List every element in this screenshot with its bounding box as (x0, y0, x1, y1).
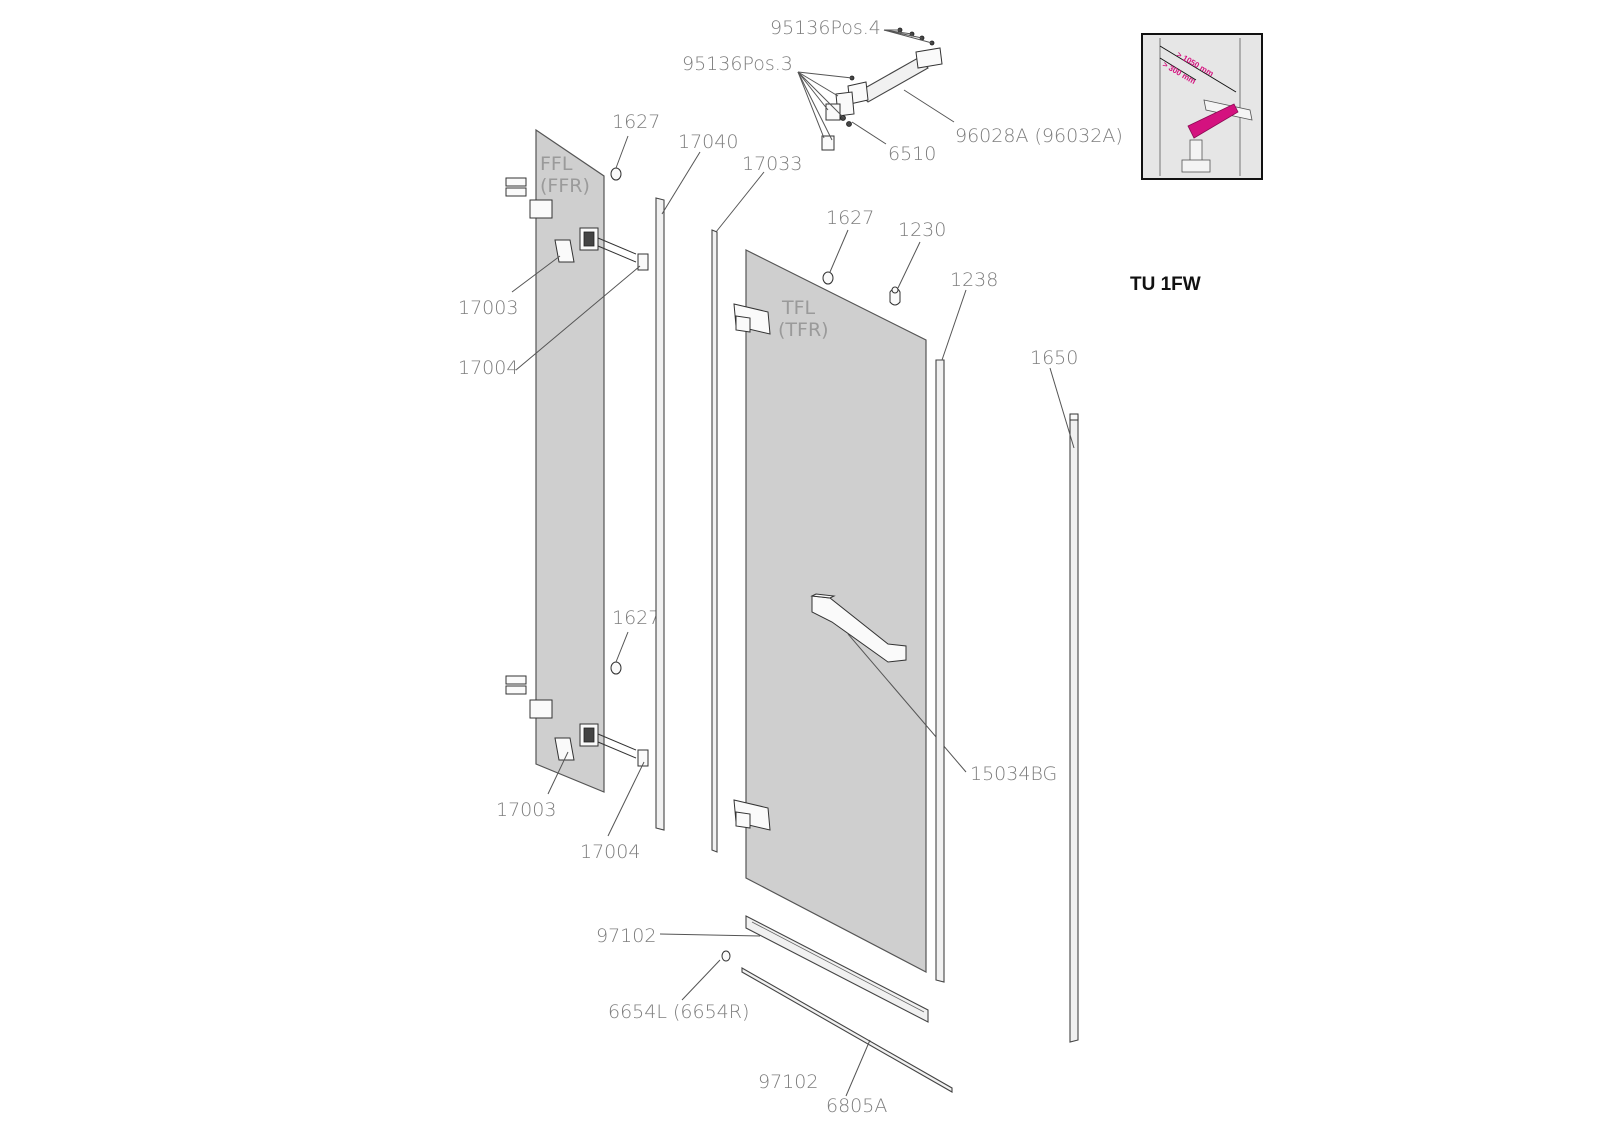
label-96028a: 96028A (96032A) (955, 125, 1123, 147)
fixed-panel-label-1: FFL (540, 153, 573, 175)
door-panel-label-1: TFL (781, 297, 816, 319)
label-97102-a: 97102 (596, 925, 656, 947)
label-17004-bottom: 17004 (580, 841, 640, 863)
label-17003-top: 17003 (458, 297, 518, 319)
profile-1650 (1069, 415, 1079, 1043)
label-1627-bottom: 1627 (612, 607, 660, 629)
hinge-bottom (733, 799, 771, 831)
wall-bracket-bottom (505, 675, 649, 767)
label-1627-top: 1627 (612, 111, 660, 133)
pad-bottom (610, 661, 622, 675)
label-95136pos3: 95136Pos.3 (682, 53, 793, 75)
installation-inset: > 1050 mm > 300 mm (1141, 33, 1263, 180)
label-17004-top: 17004 (458, 357, 518, 379)
profile-17040 (655, 197, 665, 831)
label-95136pos4: 95136Pos.4 (770, 17, 881, 39)
profile-1238 (935, 359, 945, 983)
label-6805a: 6805A (826, 1095, 887, 1117)
label-17040: 17040 (678, 131, 738, 153)
label-6510: 6510 (888, 143, 936, 165)
label-17003-bottom: 17003 (496, 799, 556, 821)
sweep-6805a (741, 967, 953, 1093)
stabilizer-bar-assembly (821, 27, 943, 151)
clip-1230 (889, 286, 901, 306)
label-1238: 1238 (950, 269, 998, 291)
fixed-glass-panel (535, 128, 605, 793)
label-17033: 17033 (742, 153, 802, 175)
label-1650: 1650 (1030, 347, 1078, 369)
pad-top (610, 167, 622, 181)
label-97102-b: 97102 (758, 1071, 818, 1093)
profile-17033 (711, 229, 718, 853)
label-1230: 1230 (898, 219, 946, 241)
hinge-top (733, 303, 771, 335)
label-15034bg: 15034BG (970, 763, 1057, 785)
end-cap-6654 (721, 950, 731, 962)
fixed-panel-label-2: (FFR) (540, 175, 590, 197)
label-6654: 6654L (6654R) (608, 1001, 749, 1023)
label-1627-door: 1627 (826, 207, 874, 229)
stabilizer-highlight (1187, 103, 1239, 139)
door-handle (810, 593, 907, 663)
door-pad (822, 271, 834, 285)
model-title: TU 1FW (1130, 274, 1201, 295)
door-panel-label-2: (TFR) (778, 319, 829, 341)
